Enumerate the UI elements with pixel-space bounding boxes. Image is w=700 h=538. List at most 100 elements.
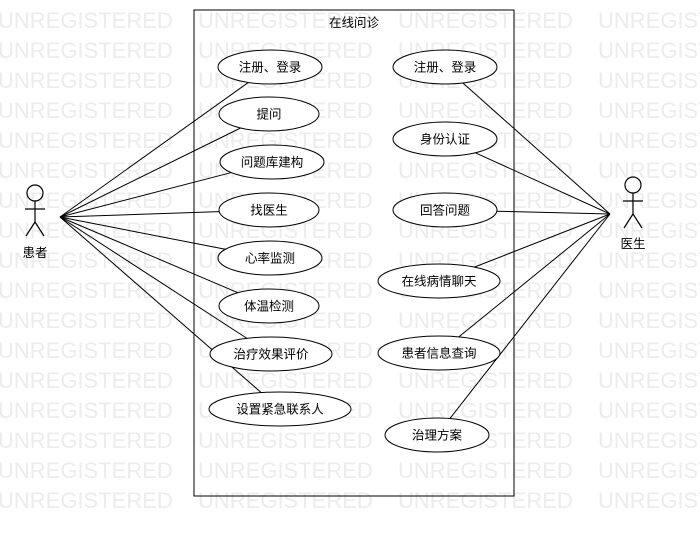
system-title: 在线问诊 xyxy=(329,15,380,30)
watermark-text: UNREGISTERED xyxy=(0,38,173,63)
association-lines xyxy=(59,82,611,419)
use-case-p-temperature[interactable]: 体温检测 xyxy=(218,288,320,324)
watermark-text: UNREGISTERED xyxy=(598,98,700,123)
use-case-oval xyxy=(209,336,333,372)
use-case-d-patient-info[interactable]: 患者信息查询 xyxy=(377,335,501,371)
watermark-text: UNREGISTERED xyxy=(598,398,700,423)
watermark-text: UNREGISTERED xyxy=(0,488,173,513)
use-case-d-chat[interactable]: 在线病情聊天 xyxy=(377,263,501,299)
use-case-label: 注册、登录 xyxy=(414,60,477,75)
use-case-oval xyxy=(208,391,352,427)
association-line-d-identity xyxy=(475,152,611,215)
association-line-p-register-login xyxy=(59,82,249,218)
watermark-text: UNREGISTERED xyxy=(198,8,373,33)
use-case-oval xyxy=(218,96,320,132)
use-case-p-treatment-eval[interactable]: 治疗效果评价 xyxy=(209,336,333,372)
association-line-d-chat xyxy=(474,213,611,268)
watermark-text: UNREGISTERED xyxy=(598,218,700,243)
use-case-oval xyxy=(392,121,498,157)
use-case-label: 体温检测 xyxy=(244,299,294,314)
watermark-text: UNREGISTERED xyxy=(598,338,700,363)
watermark-text: UNREGISTERED xyxy=(598,428,700,453)
watermark-text: UNREGISTERED xyxy=(598,488,700,513)
watermark-text: UNREGISTERED xyxy=(198,368,373,393)
actor-doctor[interactable]: 医生 xyxy=(620,176,646,251)
use-case-label: 回答问题 xyxy=(420,203,471,218)
watermark-text: UNREGISTERED xyxy=(398,8,573,33)
association-line-p-temperature xyxy=(59,216,238,294)
use-case-p-ask[interactable]: 提问 xyxy=(218,96,320,132)
watermark-text: UNREGISTERED xyxy=(198,458,373,483)
use-case-label: 治理方案 xyxy=(412,428,463,443)
use-case-label: 提问 xyxy=(256,107,281,122)
association-line-p-find-doctor xyxy=(59,211,220,218)
watermark-text: UNREGISTERED xyxy=(0,428,173,453)
use-case-oval xyxy=(384,417,490,453)
watermark-text: UNREGISTERED xyxy=(0,398,173,423)
use-case-d-answer[interactable]: 回答问题 xyxy=(392,192,498,228)
watermark-text: UNREGISTERED xyxy=(398,458,573,483)
watermark-text: UNREGISTERED xyxy=(398,98,573,123)
watermark-text: UNREGISTERED xyxy=(0,8,173,33)
watermark-text: UNREGISTERED xyxy=(0,248,173,273)
association-line-d-treatment-plan xyxy=(449,213,611,419)
watermark-text: UNREGISTERED xyxy=(598,128,700,153)
actor-label: 医生 xyxy=(620,236,645,251)
watermark-text: UNREGISTERED xyxy=(398,368,573,393)
use-case-d-treatment-plan[interactable]: 治理方案 xyxy=(384,417,490,453)
association-line-d-register-login xyxy=(462,82,611,215)
association-line-p-question-bank xyxy=(59,172,232,218)
association-line-p-heart-rate xyxy=(59,216,226,250)
use-case-oval xyxy=(218,192,320,228)
actor-patient[interactable]: 患者 xyxy=(22,184,48,260)
use-case-label: 在线病情聊天 xyxy=(401,274,477,289)
use-case-p-find-doctor[interactable]: 找医生 xyxy=(218,192,320,228)
use-case-label: 治疗效果评价 xyxy=(233,347,309,362)
use-case-oval xyxy=(377,263,501,299)
watermark-text: UNREGISTERED xyxy=(0,308,173,333)
association-line-d-patient-info xyxy=(458,213,611,338)
use-case-oval xyxy=(217,240,323,276)
actor-label: 患者 xyxy=(22,245,47,260)
use-case-p-emergency-contact[interactable]: 设置紧急联系人 xyxy=(208,391,352,427)
use-case-oval xyxy=(392,192,498,228)
watermark-text: UNREGISTERED xyxy=(598,278,700,303)
use-case-oval xyxy=(219,144,325,180)
use-case-label: 找医生 xyxy=(250,203,288,218)
watermark-text: UNREGISTERED xyxy=(198,488,373,513)
watermark-text: UNREGISTERED xyxy=(598,368,700,393)
watermark-text: UNREGISTERED xyxy=(0,368,173,393)
watermark-text: UNREGISTERED xyxy=(398,488,573,513)
use-case-d-identity[interactable]: 身份认证 xyxy=(392,121,498,157)
watermark-text: UNREGISTERED xyxy=(0,128,173,153)
watermark-text: UNREGISTERED xyxy=(598,188,700,213)
use-case-label: 注册、登录 xyxy=(239,60,302,75)
watermark-text: UNREGISTERED xyxy=(598,68,700,93)
association-line-p-treatment-eval xyxy=(59,216,248,339)
watermark-text: UNREGISTERED xyxy=(598,38,700,63)
use-case-label: 患者信息查询 xyxy=(401,346,476,361)
use-case-p-register-login[interactable]: 注册、登录 xyxy=(217,49,323,85)
use-case-label: 身份认证 xyxy=(420,132,471,147)
watermark-text: UNREGISTERED xyxy=(0,98,173,123)
watermark-text: UNREGISTERED xyxy=(0,68,173,93)
watermark-text: UNREGISTERED xyxy=(0,158,173,183)
association-line-p-ask xyxy=(59,127,241,218)
use-case-oval xyxy=(217,49,323,85)
use-case-label: 问题库建构 xyxy=(241,155,304,170)
use-case-p-heart-rate[interactable]: 心率监测 xyxy=(217,240,323,276)
system-boundary xyxy=(193,9,515,497)
use-case-p-question-bank[interactable]: 问题库建构 xyxy=(219,144,325,180)
stick-figure-icon xyxy=(623,176,643,229)
watermark-text: UNREGISTERED xyxy=(598,248,700,273)
use-case-oval xyxy=(392,49,498,85)
watermark-text: UNREGISTERED xyxy=(598,458,700,483)
association-line-d-answer xyxy=(496,210,611,215)
use-case-oval xyxy=(218,288,320,324)
watermark-text: UNREGISTERED xyxy=(198,428,373,453)
use-case-d-register-login[interactable]: 注册、登录 xyxy=(392,49,498,85)
stick-figure-icon xyxy=(25,184,45,237)
watermark-text: UNREGISTERED xyxy=(598,8,700,33)
watermark-text: UNREGISTERED xyxy=(398,308,573,333)
